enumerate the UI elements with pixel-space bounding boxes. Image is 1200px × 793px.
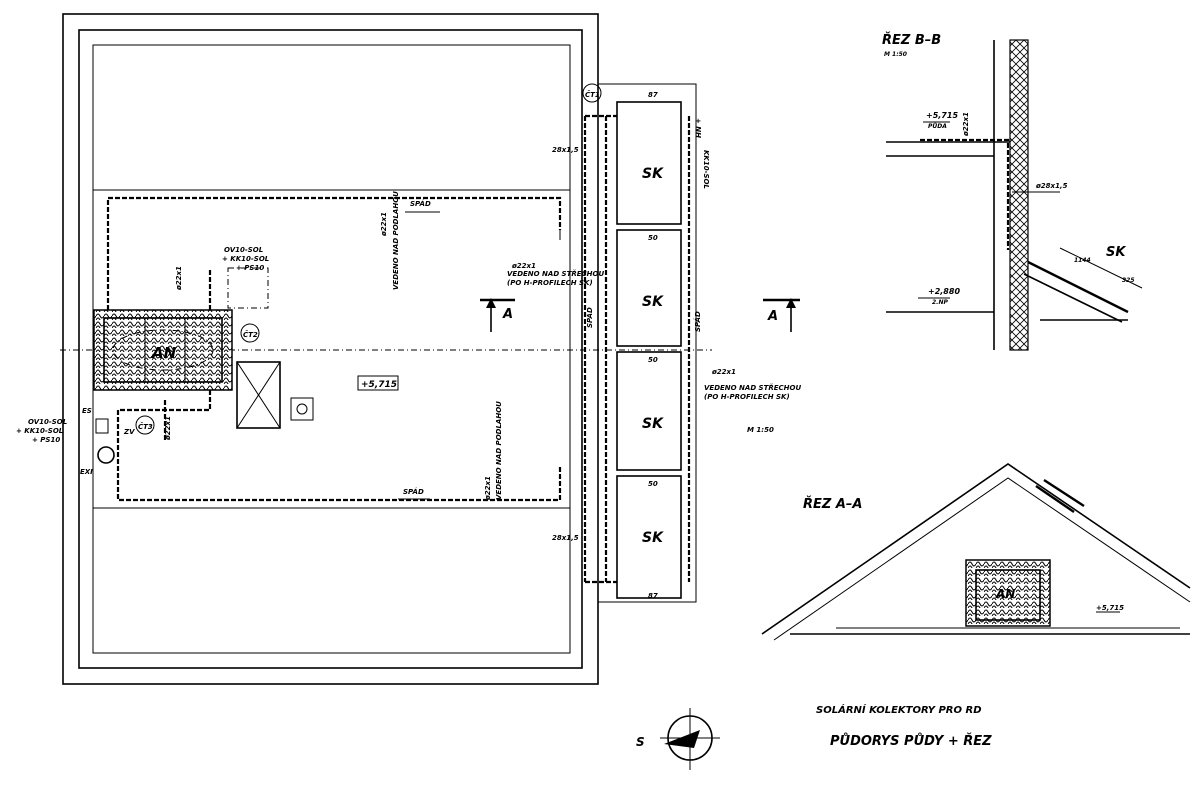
inner-wall <box>78 29 583 669</box>
cable-note: KK10-SOL <box>702 150 710 189</box>
svg-text:(PO H-PROFILECH SK): (PO H-PROFILECH SK) <box>507 279 593 287</box>
svg-text:+2,880: +2,880 <box>928 287 960 296</box>
svg-text:ČT3: ČT3 <box>138 422 153 431</box>
floor-plan: SK SK SK SK 87 50 50 50 87 <box>16 13 801 685</box>
svg-text:ČT2: ČT2 <box>243 330 258 339</box>
sensor-ct3 <box>135 415 155 435</box>
pipe-network <box>106 114 691 584</box>
pipe-size: ø22x1 <box>164 416 172 441</box>
tank-label: AN <box>151 344 177 362</box>
slope-label: SPÁD <box>693 311 702 332</box>
plan-scale: M 1:50 <box>747 426 774 434</box>
svg-text:+ KK10-SOL: + KK10-SOL <box>222 255 269 263</box>
svg-text:PŮDA: PŮDA <box>928 123 947 130</box>
svg-text:+ PS10: + PS10 <box>32 436 60 444</box>
title-block: SOLÁRNÍ KOLEKTORY PRO RD PŮDORYS PŮDY + … <box>636 703 992 770</box>
exchanger-box <box>236 361 281 429</box>
dashed-unit <box>227 267 269 309</box>
svg-text:ES: ES <box>82 407 92 415</box>
svg-text:ø22x1: ø22x1 <box>962 112 970 137</box>
title-line-2: PŮDORYS PŮDY + ŘEZ <box>830 733 992 749</box>
gap-label: 87 <box>648 91 658 99</box>
floor-note: VEDENO NAD PODLAHOU <box>392 191 400 290</box>
title-line-1: SOLÁRNÍ KOLEKTORY PRO RD <box>816 703 982 716</box>
svg-text:+ NH: + NH <box>694 118 702 138</box>
collector-panel <box>616 351 682 471</box>
gap-label: 87 <box>648 592 658 600</box>
pipe-size: ø22x1 <box>511 262 536 270</box>
svg-text:+5,715: +5,715 <box>926 111 958 120</box>
slope-label: SPÁD <box>410 199 431 208</box>
section-marker-left: A <box>480 298 515 332</box>
collector-panel <box>616 229 682 347</box>
svg-text:S: S <box>636 735 645 749</box>
pipe-size: ø22x1 <box>380 212 388 237</box>
gap-label: 50 <box>648 480 658 488</box>
slope-label: SPÁD <box>585 307 594 328</box>
pipe-size: ø22x1 <box>484 476 492 501</box>
collector-frame <box>597 83 697 603</box>
svg-text:A: A <box>502 307 513 322</box>
pipe-size: 28x1,5 <box>552 534 579 542</box>
pipe-size: 28x1,5 <box>552 146 579 154</box>
level-box <box>357 375 399 391</box>
collector-panel <box>616 475 682 599</box>
north-arrow-icon: S <box>636 708 720 770</box>
roof-note: VEDENO NAD STŘECHOU <box>507 269 604 278</box>
cable-note-top: OV10-SOL <box>224 246 263 254</box>
collector-label: SK <box>642 530 664 546</box>
svg-text:A: A <box>767 309 778 324</box>
cable-note: OV10-SOL <box>28 418 67 426</box>
collector-panels: SK SK SK SK 87 50 50 50 87 <box>616 91 682 600</box>
expansion-vessel <box>97 446 115 464</box>
section-b-b: ŘEZ B–B M 1:50 +5,715 PŮDA ø22x1 +2,880 … <box>882 32 1143 351</box>
section-a-title: ŘEZ A–A <box>803 496 862 512</box>
svg-text:ø28x1,5: ø28x1,5 <box>1035 182 1068 190</box>
svg-text:+ PS10: + PS10 <box>236 264 264 272</box>
collector-on-roof <box>1035 478 1085 513</box>
svg-text:2.NP: 2.NP <box>932 299 948 306</box>
sensor-ct2 <box>240 323 260 343</box>
svg-text:EXI: EXI <box>80 468 93 476</box>
section-a-a: ŘEZ A–A AN +5,715 <box>761 463 1191 641</box>
level-label: +5,715 <box>361 380 397 390</box>
svg-text:SK: SK <box>1106 245 1126 260</box>
collector-label: SK <box>642 416 664 432</box>
svg-text:(PO H-PROFILECH SK): (PO H-PROFILECH SK) <box>704 393 790 401</box>
collector-section: 1144 325 SK <box>1023 245 1143 323</box>
floor-outline <box>92 44 571 654</box>
pipe-size: ø22x1 <box>175 266 183 291</box>
collector-label: SK <box>642 294 664 310</box>
section-b-title: ŘEZ B–B <box>882 32 941 48</box>
svg-text:M 1:50: M 1:50 <box>884 51 907 58</box>
svg-text:1144: 1144 <box>1074 257 1091 264</box>
svg-text:ČT1: ČT1 <box>585 90 600 99</box>
gap-label: 50 <box>648 234 658 242</box>
section-marker-right: A <box>763 298 800 332</box>
roof-note: VEDENO NAD STŘECHOU <box>704 383 801 392</box>
collector-label: SK <box>642 166 664 182</box>
tank-an: AN <box>93 309 233 391</box>
svg-text:ZV: ZV <box>123 428 135 436</box>
svg-text:+ KK10-SOL: + KK10-SOL <box>16 427 63 435</box>
section-tank-label: AN <box>995 587 1015 601</box>
sensor-ct1 <box>582 83 602 103</box>
svg-text:+5,715: +5,715 <box>1096 604 1124 612</box>
collector-panel <box>616 101 682 225</box>
svg-text:325: 325 <box>1122 277 1135 284</box>
slope-label: SPÁD <box>403 487 424 496</box>
pipe-size: ø22x1 <box>711 368 736 376</box>
gap-label: 50 <box>648 356 658 364</box>
floor-drain <box>290 397 314 421</box>
floor-note: VEDENO NAD PODLAHOU <box>495 401 503 500</box>
